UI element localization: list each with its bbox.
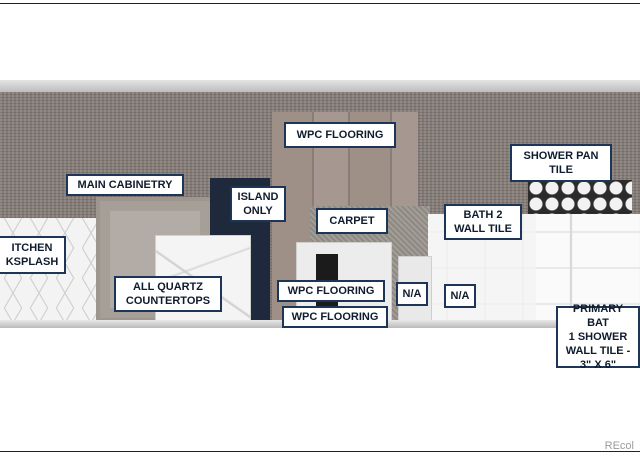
primary-bath-wall-tile-sample xyxy=(536,214,640,322)
label-shower-pan-tile: SHOWER PAN TILE xyxy=(510,144,612,182)
label-carpet: CARPET xyxy=(316,208,388,234)
watermark: REcol xyxy=(604,440,634,452)
label-main-cabinetry: MAIN CABINETRY xyxy=(66,174,184,196)
label-bath2-wall-tile: BATH 2 WALL TILE xyxy=(444,204,522,240)
label-wpc-flooring-top: WPC FLOORING xyxy=(284,122,396,148)
top-border xyxy=(0,3,640,4)
label-all-quartz-countertops: ALL QUARTZ COUNTERTOPS xyxy=(114,276,222,312)
display-ceiling xyxy=(0,80,640,92)
label-wpc-flooring-bottom: WPC FLOORING xyxy=(282,306,388,328)
label-kitchen-backsplash: ITCHEN KSPLASH xyxy=(0,236,66,274)
label-island-only: ISLAND ONLY xyxy=(230,186,286,222)
label-primary-bath-shower-wall-tile: PRIMARY BAT 1 SHOWER WALL TILE - 3" X 6" xyxy=(556,303,640,371)
bottom-border xyxy=(0,451,640,452)
label-na-1: N/A xyxy=(396,282,428,306)
label-na-2: N/A xyxy=(444,284,476,308)
shower-pan-tile-sample xyxy=(528,180,632,214)
label-wpc-flooring-mid: WPC FLOORING xyxy=(277,280,385,302)
